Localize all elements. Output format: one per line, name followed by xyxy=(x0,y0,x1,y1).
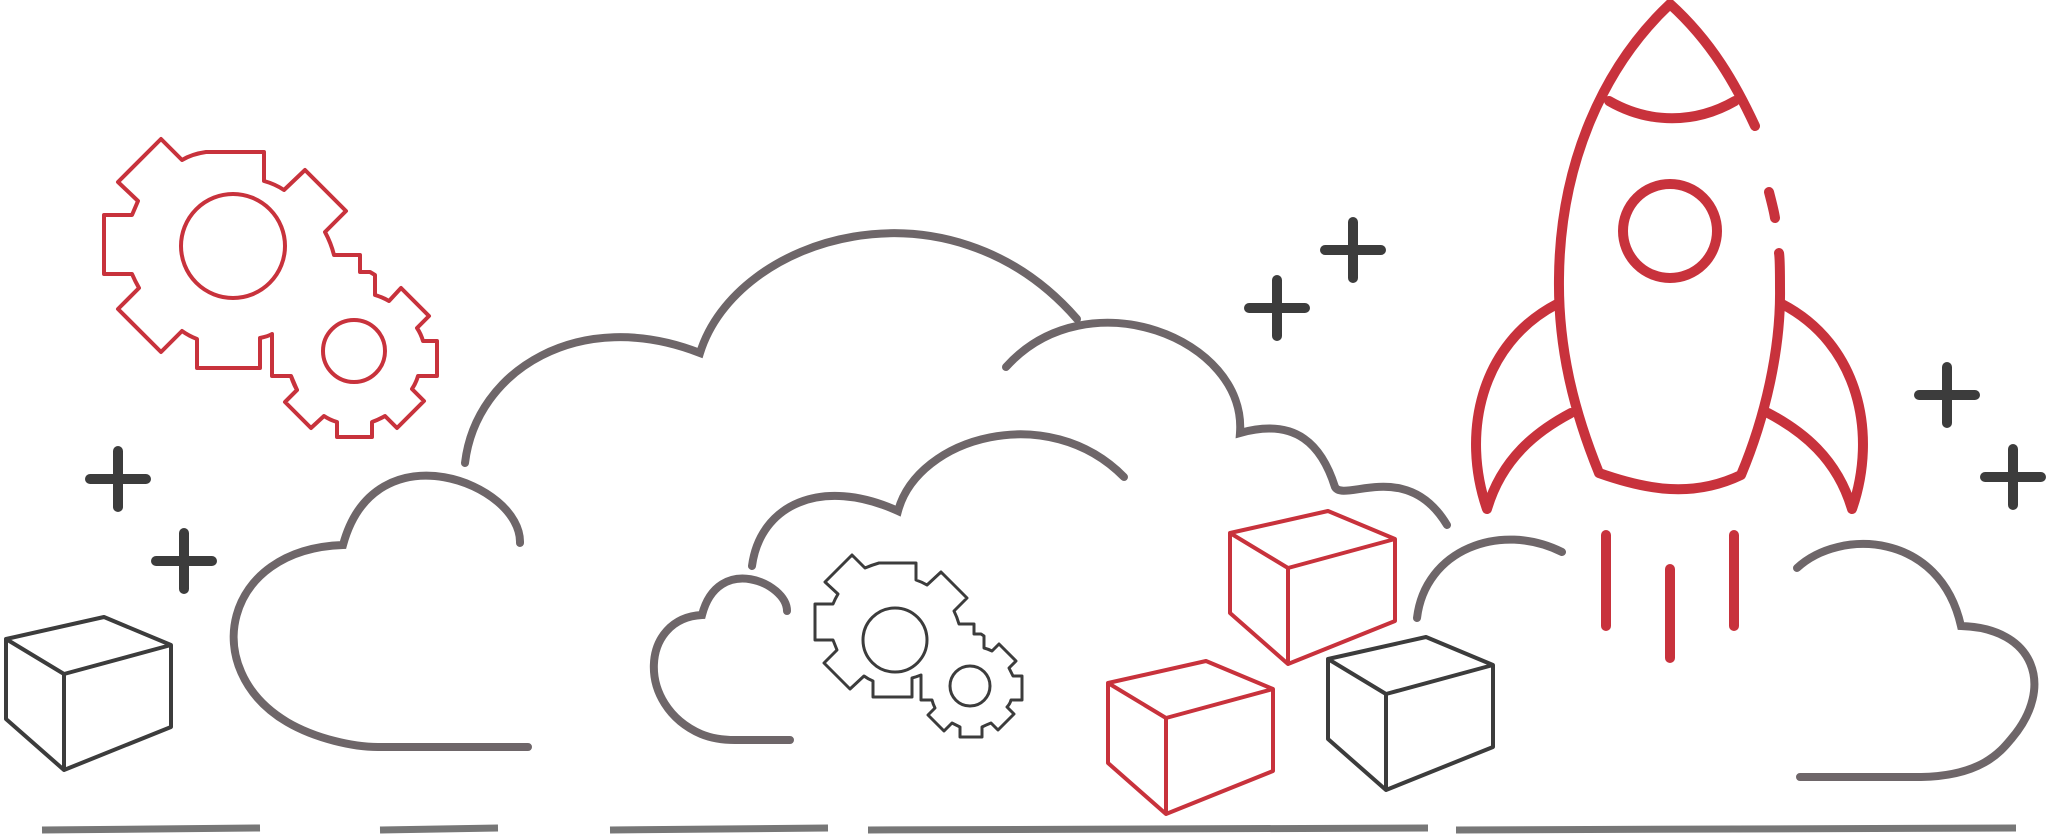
ground-line xyxy=(41,824,2017,834)
box-icon xyxy=(4,615,173,772)
box-icon xyxy=(1106,659,1275,816)
box-icon xyxy=(1228,509,1397,666)
plus-icon xyxy=(90,222,2041,589)
box-icon xyxy=(1326,635,1495,792)
rocket-icon xyxy=(1471,0,1868,663)
gears-icon xyxy=(102,137,439,439)
gears-icon xyxy=(813,553,1024,739)
cloud-icon xyxy=(229,229,2039,781)
